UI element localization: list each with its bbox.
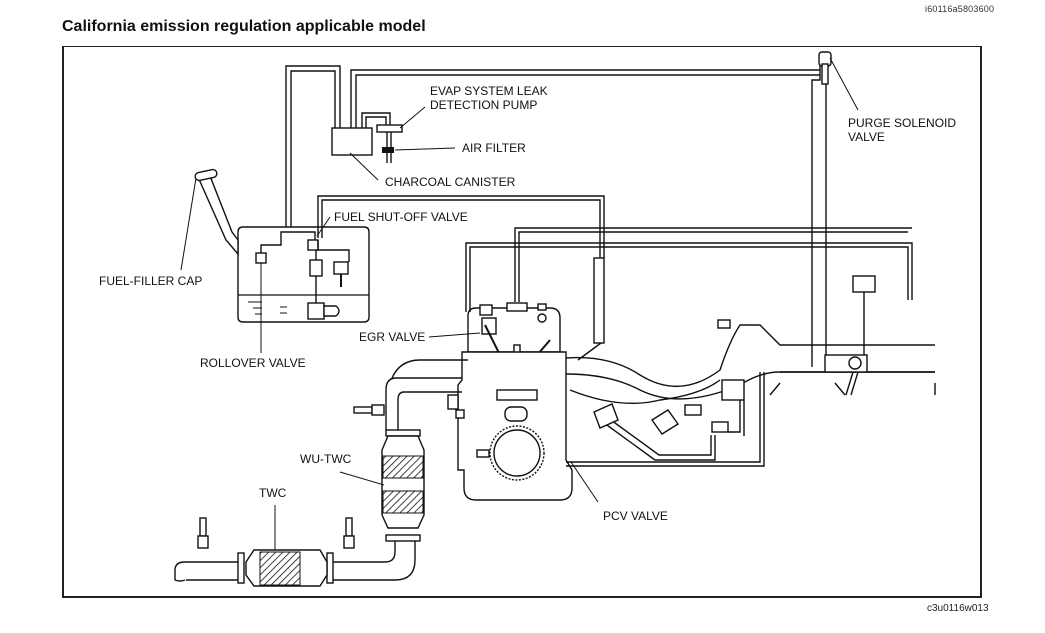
engine [447, 302, 573, 501]
o2-sensor-downstream [199, 517, 207, 537]
purge-solenoid-valve [818, 51, 832, 85]
wu-twc [381, 435, 425, 529]
figure-code: c3u0116w013 [927, 603, 989, 614]
evap-leak-detection-pump [376, 124, 403, 133]
vacuum-line-2 [514, 227, 912, 302]
o2-sensor-front [353, 406, 373, 414]
label-egr-valve: EGR VALVE [359, 330, 425, 344]
label-evap-pump-line1: EVAP SYSTEM LEAK [430, 84, 548, 98]
label-evap-pump-line2: DETECTION PUMP [430, 98, 537, 112]
label-rollover-valve: ROLLOVER VALVE [200, 356, 306, 370]
fuel-tank [194, 168, 605, 323]
reference-code-top: i60116a5803600 [925, 4, 995, 14]
label-twc: TWC [259, 486, 287, 500]
vacuum-line [465, 242, 913, 312]
fuel-pump [307, 302, 325, 320]
idle-air-control [852, 275, 876, 293]
label-purge-solenoid-line2: VALVE [848, 130, 885, 144]
wu-twc-flange-top [385, 429, 421, 437]
label-air-filter: AIR FILTER [462, 141, 526, 155]
purge-line [285, 64, 827, 370]
intake-system [565, 275, 936, 400]
label-pcv-valve: PCV VALVE [603, 509, 668, 523]
label-purge-solenoid-line1: PURGE SOLENOID [848, 116, 956, 130]
vacuum-damper [593, 257, 605, 344]
label-charcoal-canister: CHARCOAL CANISTER [385, 175, 516, 189]
rollover-valve [255, 252, 267, 264]
air-filter [382, 147, 394, 153]
exhaust-system [174, 359, 468, 587]
o2-sensor-rear [345, 517, 353, 537]
canister-pump-hose [361, 112, 391, 128]
label-wu-twc: WU-TWC [300, 452, 352, 466]
wu-twc-flange-bottom [385, 534, 421, 542]
fuel-filler-cap [194, 168, 218, 182]
fuel-shutoff-valve [307, 239, 319, 251]
label-fuel-shutoff-valve: FUEL SHUT-OFF VALVE [334, 210, 468, 224]
charcoal-canister [331, 127, 373, 156]
egr-control-valve [593, 403, 619, 429]
label-fuel-filler-cap: FUEL-FILLER CAP [99, 274, 202, 288]
egr-and-pcv-hoses [566, 372, 765, 467]
page-title: California emission regulation applicabl… [62, 18, 426, 35]
diagram-frame [62, 46, 982, 598]
leader-lines [180, 57, 859, 550]
